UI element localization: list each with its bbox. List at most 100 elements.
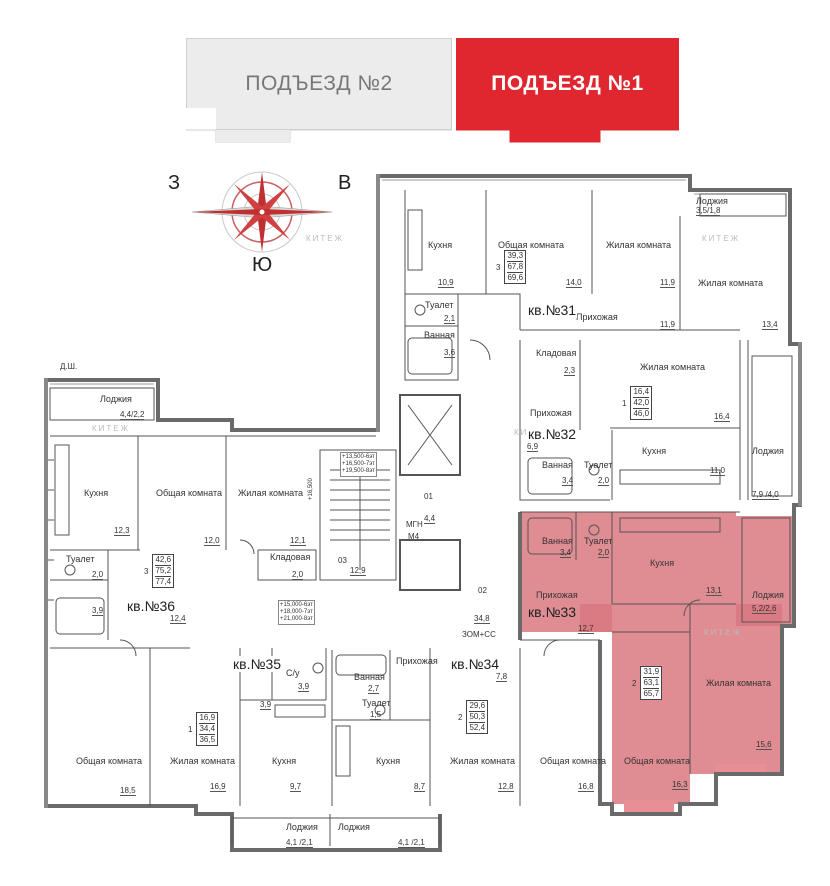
apartment-33-total-balcony: 65,7 xyxy=(643,689,660,698)
r31-bath-area: 3,6 xyxy=(444,348,456,358)
r36-living1-area: 12,1 xyxy=(290,536,306,546)
apartment-32-total-balcony: 46,0 xyxy=(633,409,650,418)
r32-bath-area: 3,4 xyxy=(562,476,574,486)
r36-hall-area: 12,4 xyxy=(170,614,186,624)
stair-area: 12,9 xyxy=(350,566,366,576)
r36-living1-name: Жилая комната xyxy=(238,488,304,498)
r32-toilet-area: 2,0 xyxy=(598,476,610,486)
r32-living-area: 16,4 xyxy=(714,412,730,422)
apartment-33-label[interactable]: кв.№33 xyxy=(528,604,577,620)
apartment-31-rooms: 3 xyxy=(496,262,501,272)
r32-pantry-name: Кладовая xyxy=(536,348,577,358)
apartment-32-label[interactable]: кв.№32 xyxy=(527,426,578,442)
entrance-1-tab[interactable]: ПОДЪЕЗД №1 xyxy=(456,38,679,130)
lift-code: М4 xyxy=(408,532,420,541)
apartment-36-total: 75,2 xyxy=(155,566,172,577)
r31-living1-area: 11,9 xyxy=(660,278,675,288)
elevation-side: +16,500 xyxy=(308,478,314,500)
r31-hall-area: 11,9 xyxy=(660,320,675,330)
r33-bath-name: Ванная xyxy=(542,536,573,546)
r34-hall-area: 7,8 xyxy=(496,672,508,682)
r35-kitchen-name: Кухня xyxy=(272,756,297,766)
r33-bath-area: 3,4 xyxy=(560,548,572,558)
apartment-33-rooms: 2 xyxy=(632,678,637,688)
elevation-bottom-2: +18,000-7эт xyxy=(280,609,313,615)
r35-loggia-area: 4,1 /2,1 xyxy=(286,838,313,848)
r35-cy-area: 3,9 xyxy=(298,682,310,692)
r33-living-area: 15,6 xyxy=(756,740,772,750)
r34-living-area: 12,8 xyxy=(498,782,514,792)
service-label: ЗОМ+СС xyxy=(462,630,496,639)
compass-east: В xyxy=(338,172,352,194)
r34-loggia-area: 4,1 /2,1 xyxy=(398,838,425,848)
apartment-34-total: 50,3 xyxy=(469,712,486,723)
r34-hall-name: Прихожая xyxy=(396,656,438,666)
r31-hall-name: Прихожая xyxy=(576,312,618,322)
apartment-35-rooms: 1 xyxy=(188,724,193,734)
r36-pantry-area: 2,0 xyxy=(292,570,304,580)
lift-area: 4,4 xyxy=(424,514,436,524)
elevation-bottom-3: +21,000-8эт xyxy=(280,616,313,622)
elevation-top-1: +13,500-6эт xyxy=(342,454,375,460)
apartment-36-rooms: 3 xyxy=(144,566,149,576)
corridor-area: 34,8 xyxy=(474,614,490,624)
apartment-31-living: 39,3 xyxy=(507,251,524,262)
watermark-4: КИТЕЖ xyxy=(704,628,743,637)
apartment-31-info: 3 39,3 67,8 69,6 xyxy=(496,250,527,284)
r34-living-name: Жилая комната xyxy=(450,756,516,766)
apartment-34-label[interactable]: кв.№34 xyxy=(450,656,501,672)
r32-hall-area: 6,9 xyxy=(527,442,539,452)
watermark-1: КИТЕЖ xyxy=(306,234,345,243)
apartment-33-living: 31,9 xyxy=(643,667,660,678)
r33-loggia-area: 5,2/2,6 xyxy=(752,604,777,614)
r35-hall-area: 3,9 xyxy=(260,700,272,710)
r34-bath-name: Ванная xyxy=(354,672,385,682)
r32-pantry-area: 2,3 xyxy=(564,366,576,376)
lift-label: МГН xyxy=(406,520,423,529)
r34-loggia-name: Лоджия xyxy=(338,822,370,832)
r32-toilet-name: Туалет xyxy=(584,460,613,470)
r36-toilet-name: Туалет xyxy=(66,554,95,564)
r36-bath-area: 3,9 xyxy=(92,606,104,616)
apartment-32-rooms: 1 xyxy=(622,398,627,408)
elevations-top: +13,500-6эт +16,500-7эт +19,500-8эт xyxy=(340,452,377,477)
compass-west: З xyxy=(168,172,181,194)
r31-toilet-name: Туалет xyxy=(425,300,454,310)
r34-common-area: 16,8 xyxy=(578,782,594,792)
apartment-35-total: 34,4 xyxy=(199,724,216,735)
entrance-2-tab[interactable]: ПОДЪЕЗД №2 xyxy=(186,38,452,130)
r32-loggia-name: Лоджия xyxy=(752,446,784,456)
marker-03: 03 xyxy=(338,556,347,565)
apartment-31-label[interactable]: кв.№31 xyxy=(527,302,578,318)
marker-02: 02 xyxy=(478,586,487,595)
marker-01: 01 xyxy=(424,492,433,501)
apartment-33-total: 63,1 xyxy=(643,678,660,689)
r31-toilet-area: 2,1 xyxy=(444,314,456,324)
r32-loggia-area: 7,9 /4,0 xyxy=(752,490,779,500)
r33-common-name: Общая комната xyxy=(624,756,690,766)
entrance-1-label: ПОДЪЕЗД №1 xyxy=(491,72,644,95)
watermark-2: КИТЕЖ xyxy=(702,234,741,243)
r32-bath-name: Ванная xyxy=(542,460,573,470)
r35-loggia-name: Лоджия xyxy=(286,822,318,832)
r31-common-area: 14,0 xyxy=(566,278,582,288)
r34-common-name: Общая комната xyxy=(540,756,606,766)
r36-common-name: Общая комната xyxy=(156,488,222,498)
r32-kitchen-area: 11,0 xyxy=(710,466,725,476)
r36-loggia-area: 4,4/2,2 xyxy=(120,410,145,420)
apartment-36-label[interactable]: кв.№36 xyxy=(126,598,177,614)
apartment-36-living: 42,6 xyxy=(155,555,172,566)
shaft-label: Д.Ш. xyxy=(60,362,78,371)
apartment-35-info: 1 16,9 34,4 36,5 xyxy=(188,712,219,746)
r36-common-area: 12,0 xyxy=(204,536,220,546)
r35-cy-name: С/у xyxy=(286,668,300,678)
apartment-35-label[interactable]: кв.№35 xyxy=(232,656,283,672)
r33-toilet-name: Туалет xyxy=(584,536,613,546)
r31-kitchen-area: 10,9 xyxy=(438,278,454,288)
r31-bath-name: Ванная xyxy=(424,330,455,340)
r33-living-name: Жилая комната xyxy=(706,678,772,688)
apartment-32-info: 1 16,4 42,0 46,0 xyxy=(622,386,653,420)
apartment-36-info: 3 42,6 75,2 77,4 xyxy=(144,554,175,588)
apartment-34-living: 29,6 xyxy=(469,701,486,712)
